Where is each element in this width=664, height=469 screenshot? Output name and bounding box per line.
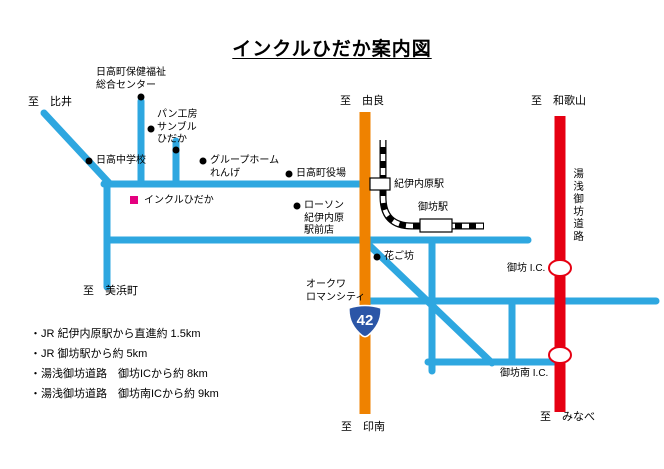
note-line: ・湯浅御坊道路 御坊南ICから約 9km [30,388,219,400]
label-pan-koubou: パン工房 サンブル ひだか [157,109,198,145]
label-yuasa-gobo-road: 湯浅御坊道路 [572,168,585,243]
label-dest-hii: 至 比井 [28,96,72,108]
label-gobo-minami-ic: 御坊南 I.C. [500,368,549,379]
pan-koubou-road-dot-icon [172,146,180,154]
label-gobo-station: 御坊駅 [418,202,448,213]
note-line: ・JR 御坊駅から約 5km [30,348,148,360]
group-home-dot-icon [199,157,207,165]
label-incle-hidaka: インクルひだか [144,195,214,206]
label-hoken-center: 日高町保健福祉 総合センター [96,67,166,91]
lawson-dot-icon [293,202,301,210]
label-hanagobo: 花ご坊 [384,251,414,262]
label-hidaka-jhs: 日高中学校 [96,155,146,166]
hoken-center-dot-icon [137,93,145,101]
gobo-minami-ic-icon [548,346,572,364]
label-town-hall: 日高町役場 [296,168,346,179]
label-dest-minabe: 至 みなべ [540,411,595,423]
hidaka-jhs-dot-icon [85,157,93,165]
pan-koubou-dot-icon [147,125,155,133]
label-group-home: グループホーム れんげ [210,155,280,179]
gobo-ic-icon [548,259,572,277]
note-line: ・湯浅御坊道路 御坊ICから約 8km [30,368,208,380]
label-okuwa: オークワ ロマンシティ [306,279,366,303]
label-kiiuchihara-station: 紀伊内原駅 [394,179,444,190]
distance-notes: ・JR 紀伊内原駅から直進約 1.5km ・JR 御坊駅から約 5km ・湯浅御… [30,324,219,404]
town-hall-dot-icon [285,170,293,178]
label-lawson: ローソン 紀伊内原 駅前店 [304,200,344,236]
route-number: 42 [356,312,374,329]
label-gobo-ic: 御坊 I.C. [507,263,546,274]
kiiuchihara-station-icon [369,177,391,191]
route-42-badge-icon [348,304,382,338]
road-to-hii [40,109,114,188]
gobo-station-icon [419,218,453,233]
label-dest-mihama: 至 美浜町 [83,285,138,297]
label-dest-innan: 至 印南 [341,421,385,433]
hanagobo-dot-icon [373,253,381,261]
location-dots [85,93,381,261]
railway-hatch [380,140,484,229]
note-line: ・JR 紀伊内原駅から直進約 1.5km [30,328,201,340]
label-dest-wakayama: 至 和歌山 [531,95,586,107]
label-dest-yura: 至 由良 [340,95,384,107]
page-title: インクルひだか案内図 [232,39,432,60]
local-roads [40,97,660,375]
incle-hidaka-marker-icon [130,196,138,204]
